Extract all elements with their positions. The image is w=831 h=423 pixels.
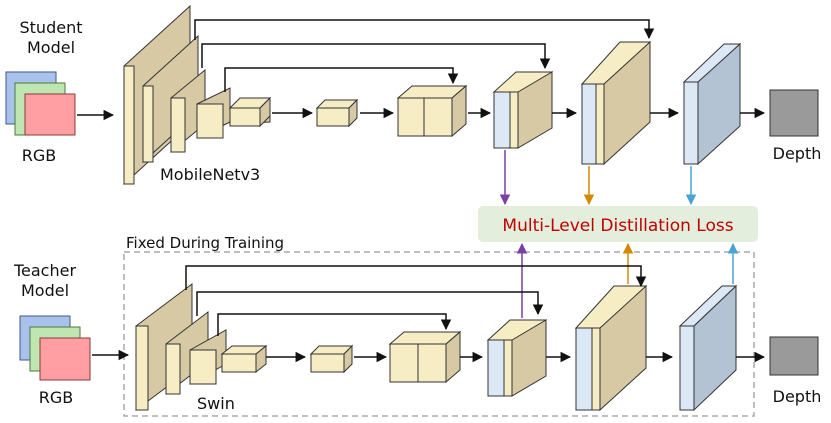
teacher-depth-output — [769, 336, 819, 376]
student-depth-output — [769, 89, 819, 137]
student-decoder-3 — [580, 40, 652, 166]
teacher-decoder-1 — [388, 330, 462, 384]
student-decoder-2 — [492, 71, 554, 149]
student-encoder — [123, 4, 272, 186]
student-depth-label: Depth — [773, 144, 822, 163]
student-skip-connections — [194, 19, 655, 92]
teacher-encoder — [135, 283, 268, 411]
teacher-title-line2: Model — [21, 281, 69, 300]
teacher-rgb-input — [19, 315, 91, 381]
teacher-frame-label: Fixed During Training — [126, 234, 284, 252]
teacher-rgb-label: RGB — [39, 388, 74, 407]
student-decoder-4 — [682, 42, 742, 166]
teacher-bottleneck — [309, 344, 354, 374]
distillation-loss-label: Multi-Level Distillation Loss — [502, 216, 733, 236]
student-title-line2: Model — [27, 38, 75, 57]
student-rgb-label: RGB — [22, 146, 57, 165]
student-decoder-1 — [396, 84, 468, 138]
teacher-decoder-3 — [574, 284, 648, 412]
teacher-encoder-label: Swin — [197, 394, 235, 413]
teacher-decoder-2 — [486, 319, 548, 397]
student-title-line1: Student — [20, 18, 83, 37]
student-rgb-input — [5, 71, 76, 136]
student-encoder-label: MobileNetv3 — [160, 165, 260, 184]
teacher-title-line1: Teacher — [13, 261, 76, 280]
teacher-decoder-4 — [678, 284, 738, 412]
distillation-loss-box — [478, 206, 758, 242]
student-bottleneck — [315, 98, 359, 128]
teacher-skip-connections — [185, 265, 647, 336]
teacher-frame — [123, 251, 755, 417]
teacher-depth-label: Depth — [773, 387, 822, 406]
